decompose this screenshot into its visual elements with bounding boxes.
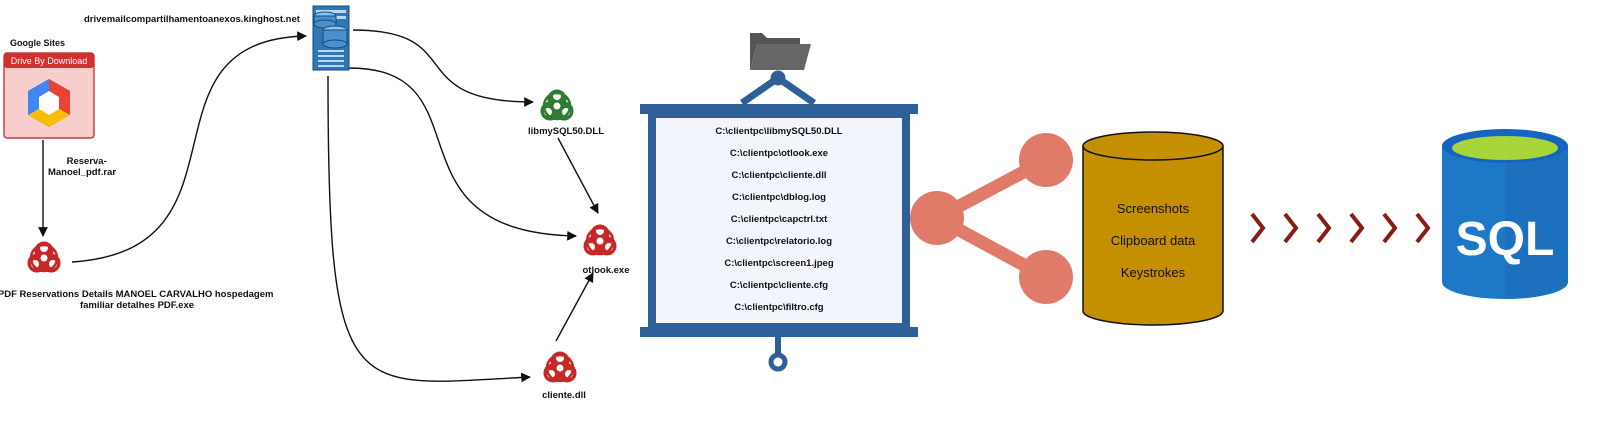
biohazard-icon [26, 240, 62, 274]
file-board: C:\clientpc\libmySQL50.DLL C:\clientpc\ot… [640, 33, 918, 372]
file-path-item: C:\clientpc\otlook.exe [730, 148, 828, 159]
biohazard-icon [582, 223, 618, 257]
chevron-right-icon [1415, 212, 1431, 244]
folder-icon [750, 33, 811, 70]
cliente-node: cliente.dll [542, 350, 586, 401]
arrow-dropper-to-server [71, 31, 307, 263]
chevron-right-icon [1349, 212, 1365, 244]
server-hostname: drivemailcompartilhamentoanexos.kinghost… [84, 14, 301, 25]
file-path-item: C:\clientpc\cliente.cfg [730, 280, 828, 291]
board-panel [648, 110, 910, 331]
biohazard-icon [539, 88, 575, 122]
file-path-item: C:\clientpc\capctrl.txt [731, 214, 828, 225]
libmysql-node: libmySQL50.DLL [528, 88, 604, 137]
board-stand [775, 337, 781, 354]
collected-item-screenshots: Screenshots [1117, 201, 1190, 216]
board-top-bar [640, 104, 918, 114]
archive-label: Reserva- Manoel_pdf.rar [48, 156, 116, 178]
sql-label: SQL [1456, 213, 1555, 266]
path-list: C:\clientpc\libmySQL50.DLL C:\clientpc\ot… [715, 126, 842, 313]
arrow-server-to-cliente [327, 75, 531, 383]
board-hanger [740, 73, 816, 106]
google-sites-title: Google Sites [10, 38, 65, 48]
otlook-label: otlook.exe [583, 265, 630, 276]
chevron-right-icon [1283, 212, 1299, 244]
collected-item-keystrokes: Keystrokes [1121, 265, 1186, 280]
file-path-item: C:\clientpc\dblog.log [732, 192, 826, 203]
arrow-server-to-otlook [348, 67, 577, 241]
drive-by-download-banner [4, 53, 94, 68]
file-path-item: C:\clientpc\screen1.jpeg [724, 258, 833, 269]
server-node: drivemailcompartilhamentoanexos.kinghost… [84, 5, 350, 71]
chevron-right-icon [1250, 212, 1266, 244]
arrow-libmysql-to-otlook [557, 137, 599, 214]
file-path-item: C:\clientpc\relatorio.log [726, 236, 832, 247]
file-path-item: C:\clientpc\cliente.dll [731, 170, 826, 181]
file-path-item: C:\clientpc\filtro.cfg [734, 302, 823, 313]
server-icon [312, 5, 350, 71]
file-path-item: C:\clientpc\libmySQL50.DLL [715, 126, 842, 137]
share-icon [910, 133, 1073, 304]
board-bottom-ring [768, 352, 788, 372]
dropper-node: PDF Reservations Details MANOEL CARVALHO… [0, 240, 276, 311]
board-bottom-bar [640, 327, 918, 337]
libmysql-label: libmySQL50.DLL [528, 126, 604, 137]
otlook-node: otlook.exe [582, 223, 630, 276]
drive-by-download-label: Drive By Download [11, 56, 88, 66]
archive-line-2: Manoel_pdf.rar [48, 167, 116, 178]
dropper-line-1: PDF Reservations Details MANOEL CARVALHO… [0, 289, 273, 300]
sql-database-icon: SQL [1442, 129, 1568, 299]
cliente-label: cliente.dll [542, 390, 586, 401]
connectors [38, 29, 599, 383]
arrow-server-to-libmysql [352, 29, 534, 107]
dropper-label: PDF Reservations Details MANOEL CARVALHO… [0, 289, 276, 311]
exfiltration-chevrons [1250, 212, 1431, 244]
google-sites-icon [28, 79, 70, 127]
google-sites-node: Google Sites Drive By Download [3, 38, 95, 139]
arrow-cliente-to-otlook [555, 272, 594, 342]
archive-line-1: Reserva- [67, 156, 107, 167]
collected-item-clipboard: Clipboard data [1111, 233, 1196, 248]
chevron-right-icon [1382, 212, 1398, 244]
collected-data-store: Screenshots Clipboard data Keystrokes [1082, 131, 1224, 326]
dropper-line-2: familiar detalhes PDF.exe [80, 300, 194, 311]
chevron-right-icon [1316, 212, 1332, 244]
biohazard-icon [542, 350, 578, 384]
